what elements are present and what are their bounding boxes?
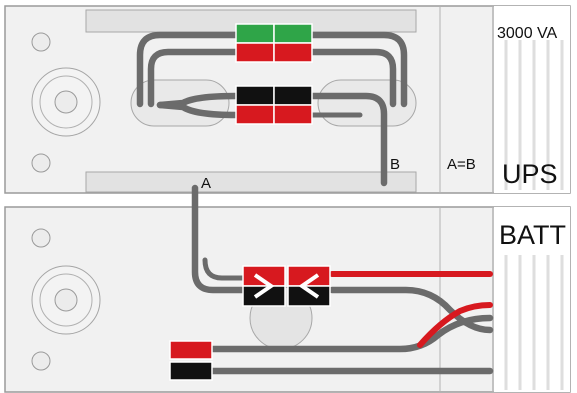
chevron-right-icon (253, 273, 275, 299)
cable-ups-loop-outer (308, 31, 408, 108)
ups-name-label: UPS (502, 159, 558, 189)
cable-batt-lower (208, 314, 494, 353)
ups-capacity-label: 3000 VA (497, 25, 558, 42)
ups-connector-black-red (235, 85, 313, 125)
batt-connector-right (287, 265, 331, 307)
ups-bottom-slot (85, 171, 417, 193)
screw-icon (31, 228, 51, 248)
cable-ups-loop-inner (308, 48, 397, 108)
batt-external-connector (169, 340, 213, 381)
cable-batt-out (328, 286, 494, 334)
cable-ups-loop-outer (136, 31, 240, 108)
screw-icon (31, 153, 51, 173)
batt-fan-icon (31, 265, 101, 335)
screw-icon (31, 32, 51, 52)
label-a-equals-b: A=B (447, 156, 476, 173)
red-wires (329, 271, 493, 348)
cable-ups-loop-inner (147, 48, 240, 108)
batt-connector-left (242, 265, 286, 307)
screw-icon (31, 351, 51, 371)
ups-connector-green-red (235, 23, 313, 63)
batt-name-label: BATT (499, 220, 566, 250)
red-wire-cross (417, 302, 493, 348)
cable-a (191, 184, 247, 294)
cable-y-split (156, 101, 240, 119)
cable-y-split (156, 92, 240, 109)
label-b: B (390, 156, 400, 173)
cable-b (308, 92, 388, 187)
label-a: A (201, 175, 211, 192)
cable-a-secondary (202, 257, 246, 281)
batt-vent-grille (494, 207, 570, 392)
ups-fan-icon (31, 67, 101, 137)
cables (136, 31, 494, 375)
chevron-left-icon (298, 273, 320, 299)
ups-vent-grille (494, 6, 570, 193)
